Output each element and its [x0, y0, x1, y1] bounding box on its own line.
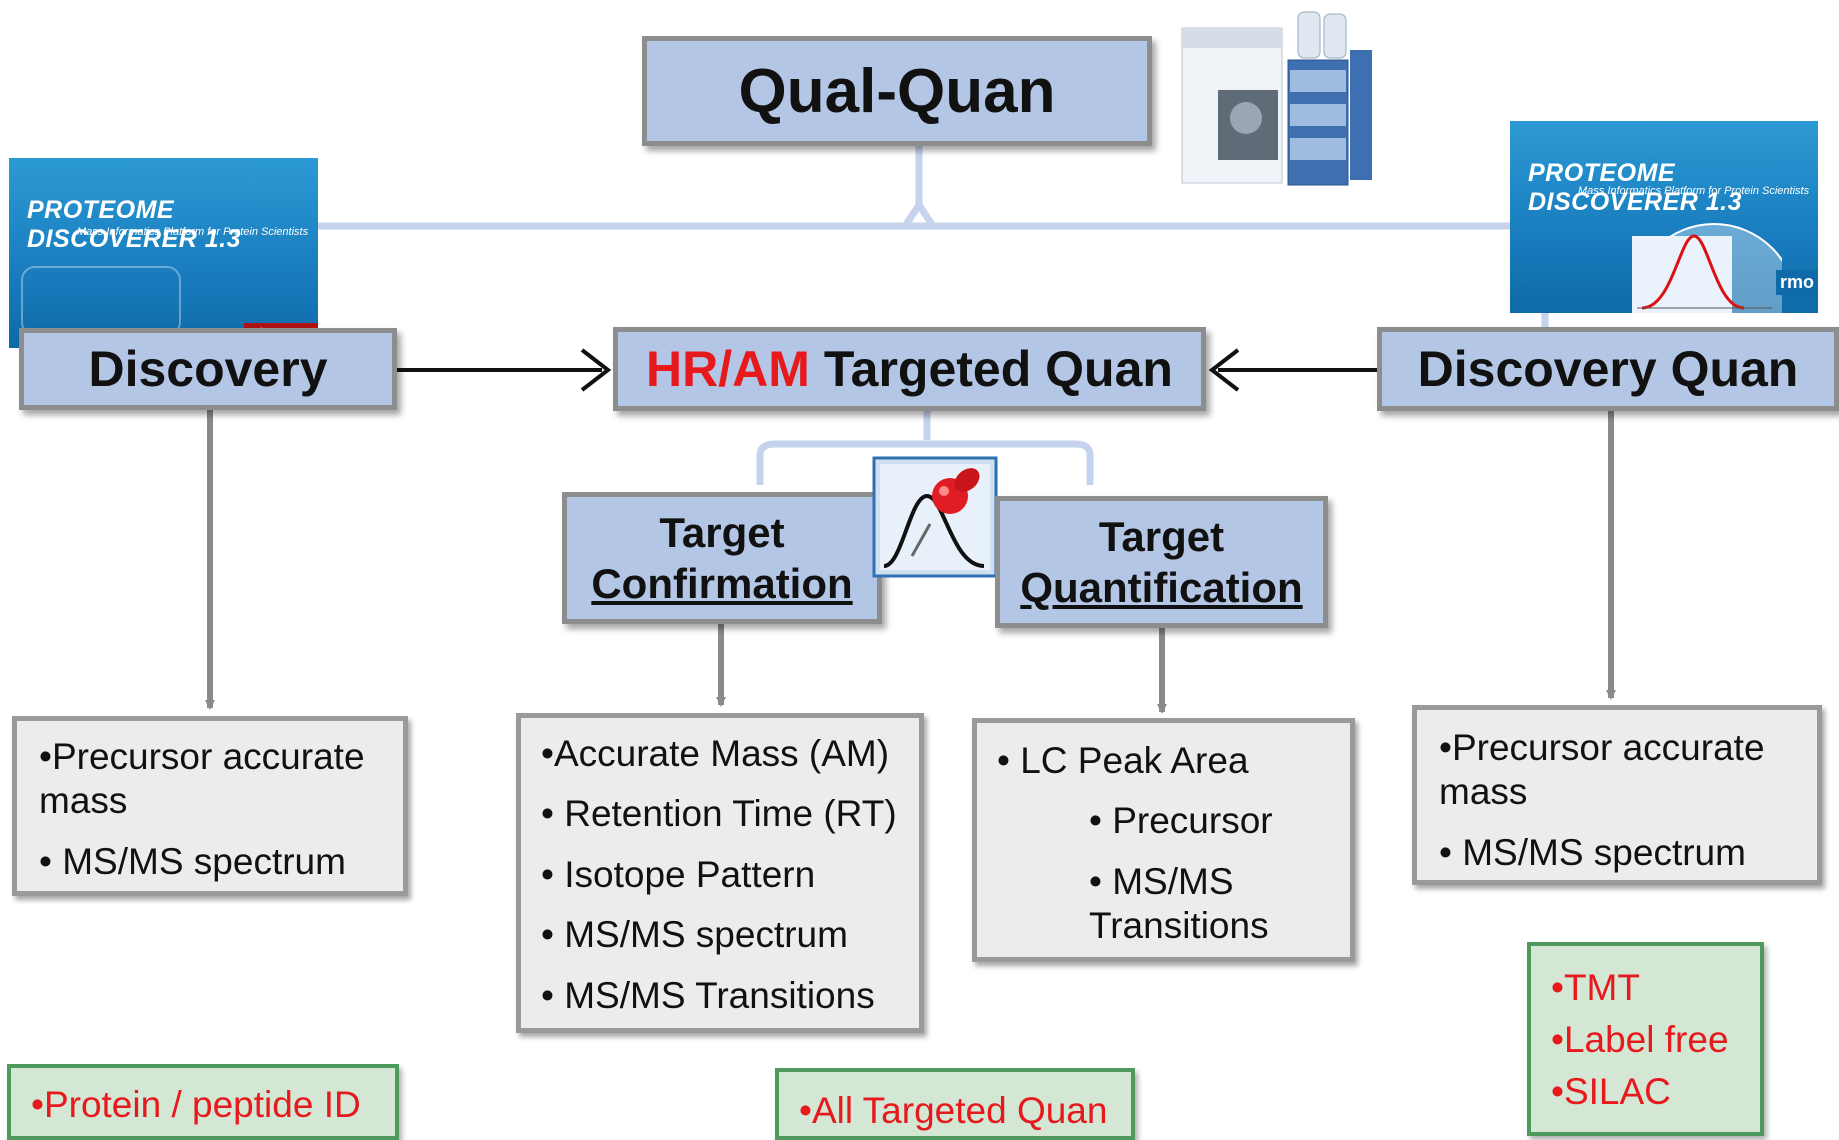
logo-brand: rmo — [1775, 270, 1818, 295]
discovery-quan-bullet-2: • MS/MS spectrum — [1439, 831, 1746, 873]
target-confirmation-line2: Confirmation — [591, 560, 853, 607]
protein-peptide-id-tag: •Protein / peptide ID — [7, 1064, 399, 1140]
discovery-quan-bullet-1: •Precursor accurate — [1439, 727, 1765, 768]
proteome-discoverer-logo-left: PROTEOME DISCOVERER 1.3 Mass Informatics… — [9, 158, 318, 348]
lc-ms-instrument-icon — [1181, 11, 1372, 186]
discovery-title: Discovery — [88, 341, 328, 397]
protein-peptide-id-text: •Protein / peptide ID — [31, 1084, 361, 1125]
all-targeted-quan-tag: •All Targeted Quan — [775, 1068, 1135, 1140]
tag-silac: •SILAC — [1551, 1070, 1671, 1112]
discovery-bullet-1: •Precursor accurate — [39, 736, 365, 777]
targeted-quan-box: HR/AM Targeted Quan — [613, 327, 1206, 411]
logo-decoration — [21, 266, 181, 336]
target-quantification-line1: Target — [1098, 512, 1225, 560]
discovery-quan-title: Discovery Quan — [1417, 341, 1799, 397]
arrow-head-left — [1208, 348, 1240, 392]
confirmation-bullet-4: • MS/MS spectrum — [541, 914, 848, 956]
discovery-bullet-2: • MS/MS spectrum — [39, 840, 346, 882]
quantification-bullet-1: • LC Peak Area — [997, 740, 1249, 781]
discovery-quan-bullets-box: •Precursor accurate mass • MS/MS spectru… — [1412, 705, 1822, 885]
logo-subtitle: Mass Informatics Platform for Protein Sc… — [77, 226, 309, 238]
quantification-bullet-2: • Precursor — [1089, 800, 1273, 842]
discovery-box: Discovery — [19, 328, 397, 410]
discovery-quan-bullet-1-cont: mass — [1439, 771, 1528, 813]
discovery-bullet-1-cont: mass — [39, 780, 128, 822]
arrow-head-right — [580, 348, 612, 392]
quantification-bullets-box: • LC Peak Area • Precursor • MS/MS Trans… — [972, 718, 1355, 962]
confirmation-bullet-2: • Retention Time (RT) — [541, 793, 897, 835]
quantification-bullet-3: • MS/MS — [1089, 860, 1234, 902]
chromatogram-icon — [1632, 223, 1782, 313]
proteome-discoverer-logo-right: PROTEOME DISCOVERER 1.3 Mass Informatics… — [1510, 121, 1818, 313]
confirmation-bullet-5: • MS/MS Transitions — [541, 974, 875, 1016]
discovery-bullets-box: •Precursor accurate mass • MS/MS spectru… — [12, 716, 408, 896]
pushpin-peak-icon — [872, 456, 998, 578]
all-targeted-quan-text: •All Targeted Quan — [799, 1090, 1108, 1131]
target-confirmation-box: Target Confirmation — [562, 492, 882, 624]
target-quantification-line2: Quantification — [1020, 564, 1303, 611]
confirmation-bullet-1: •Accurate Mass (AM) — [541, 733, 890, 774]
tag-label-free: •Label free — [1551, 1018, 1729, 1060]
qual-quan-title: Qual-Quan — [738, 56, 1056, 126]
logo-title: PROTEOME DISCOVERER 1.3 — [27, 196, 242, 253]
targeted-quan-title: Targeted Quan — [809, 341, 1173, 397]
quan-methods-tag: •TMT •Label free •SILAC — [1527, 942, 1764, 1136]
target-confirmation-line1: Target — [659, 508, 785, 556]
logo-subtitle: Mass Informatics Platform for Protein Sc… — [1578, 185, 1810, 197]
discovery-quan-box: Discovery Quan — [1377, 327, 1839, 411]
target-quantification-box: Target Quantification — [995, 496, 1328, 628]
tag-tmt: •TMT — [1551, 967, 1640, 1008]
quantification-bullet-3-cont: Transitions — [1089, 905, 1269, 947]
logo-title: PROTEOME DISCOVERER 1.3 — [1528, 159, 1743, 216]
confirmation-bullet-3: • Isotope Pattern — [541, 853, 816, 895]
middle-bracket — [756, 410, 1094, 485]
confirmation-bullets-box: •Accurate Mass (AM) • Retention Time (RT… — [516, 713, 924, 1033]
hram-label: HR/AM — [646, 341, 810, 397]
qual-quan-box: Qual-Quan — [642, 36, 1152, 146]
